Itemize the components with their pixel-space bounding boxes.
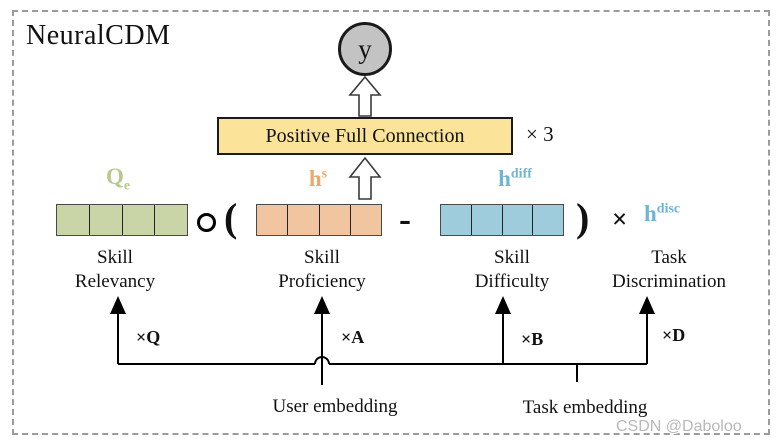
multiplier-q-label: ×Q bbox=[136, 327, 161, 347]
vector-cell bbox=[351, 205, 381, 235]
symbol-superscript: s bbox=[321, 166, 328, 182]
task-embedding-label: Task embedding bbox=[522, 397, 648, 418]
caption-line: Skill bbox=[97, 247, 133, 268]
caption-line: Skill bbox=[494, 247, 530, 268]
watermark: CSDN @Daboloo bbox=[616, 418, 742, 435]
skill-proficiency-vector bbox=[256, 204, 382, 236]
vector-cell bbox=[123, 205, 156, 235]
dashed-border-frame bbox=[12, 10, 770, 435]
output-node: y bbox=[338, 22, 392, 76]
vector-cell bbox=[288, 205, 320, 235]
multiplier-b-label: ×B bbox=[521, 329, 544, 349]
fc-multiplier-label: × 3 bbox=[526, 122, 554, 146]
skill-difficulty-vector bbox=[440, 204, 564, 236]
vector-cell bbox=[320, 205, 351, 235]
symbol-letter: h bbox=[498, 166, 511, 191]
task-discrimination-caption: Task Discrimination bbox=[588, 246, 750, 294]
diagram-title: NeuralCDM bbox=[26, 20, 171, 51]
caption-line: Proficiency bbox=[278, 271, 366, 292]
vector-cell bbox=[257, 205, 289, 235]
open-paren: ( bbox=[224, 195, 238, 240]
symbol-letter: Q bbox=[105, 164, 124, 189]
proficiency-symbol: hs bbox=[293, 166, 343, 192]
relevancy-symbol: Qe bbox=[88, 164, 148, 195]
difficulty-symbol: hdiff bbox=[478, 166, 552, 192]
caption-line: Discrimination bbox=[612, 271, 726, 292]
hadamard-operator-icon bbox=[197, 213, 216, 232]
fc-box-label: Positive Full Connection bbox=[265, 124, 465, 147]
vector-cell bbox=[472, 205, 503, 235]
caption-line: Relevancy bbox=[74, 271, 156, 292]
symbol-superscript: diff bbox=[510, 166, 532, 182]
caption-line: Task bbox=[651, 247, 687, 268]
multiplier-d-label: ×D bbox=[662, 325, 686, 345]
multiplier-a-label: ×A bbox=[341, 327, 365, 347]
symbol-letter: h bbox=[308, 166, 322, 191]
caption-line: Skill bbox=[304, 247, 340, 268]
symbol-letter: h bbox=[644, 201, 657, 226]
times-operator: × bbox=[612, 204, 628, 234]
close-paren: ) bbox=[576, 195, 590, 240]
symbol-superscript: disc bbox=[656, 201, 681, 217]
discrimination-symbol: hdisc bbox=[644, 201, 714, 227]
minus-operator: - bbox=[399, 199, 411, 239]
vector-cell bbox=[503, 205, 534, 235]
skill-relevancy-vector bbox=[56, 204, 188, 236]
skill-difficulty-caption: Skill Difficulty bbox=[432, 246, 592, 294]
user-embedding-label: User embedding bbox=[272, 396, 398, 417]
vector-cell bbox=[155, 205, 187, 235]
vector-cell bbox=[90, 205, 123, 235]
symbol-subscript: e bbox=[123, 178, 131, 194]
output-node-label: y bbox=[358, 33, 372, 64]
skill-relevancy-caption: Skill Relevancy bbox=[35, 246, 195, 294]
vector-cell bbox=[533, 205, 563, 235]
positive-full-connection-box: Positive Full Connection bbox=[217, 117, 513, 155]
vector-cell bbox=[57, 205, 90, 235]
caption-line: Difficulty bbox=[474, 271, 550, 292]
vector-cell bbox=[441, 205, 472, 235]
skill-proficiency-caption: Skill Proficiency bbox=[242, 246, 402, 294]
